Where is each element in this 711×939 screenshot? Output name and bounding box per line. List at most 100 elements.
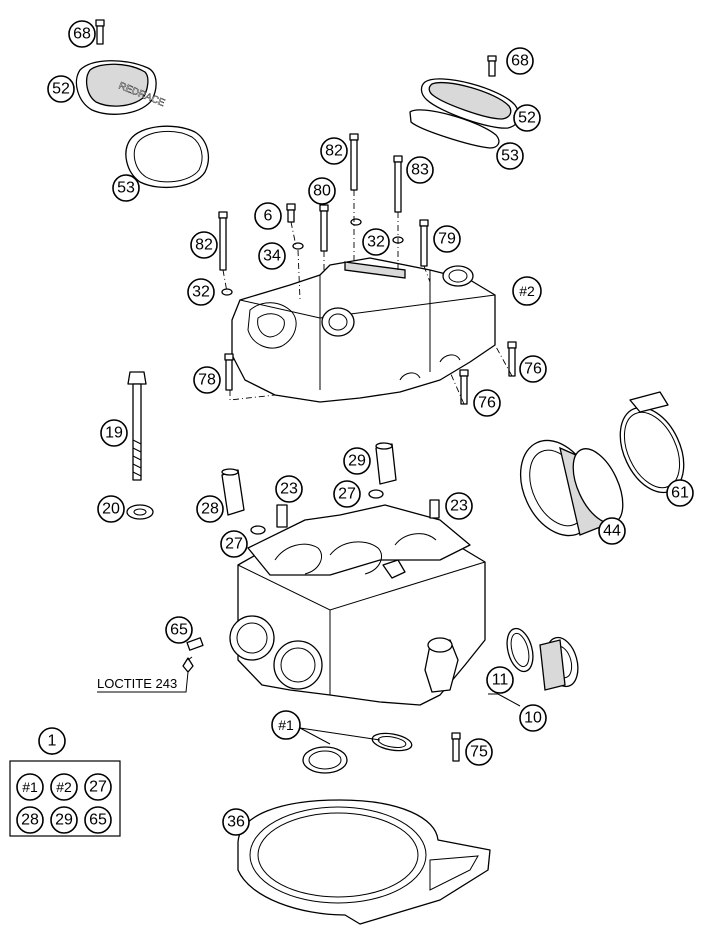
- callout-79: 79: [433, 225, 461, 253]
- svg-text:79: 79: [438, 231, 456, 248]
- seals-27: [250, 489, 384, 535]
- washers-32-34: [221, 218, 404, 296]
- bolt-78: [224, 353, 234, 391]
- valve-cover-gasket-left: [125, 125, 209, 189]
- kit-item-29: 29: [50, 806, 78, 834]
- svg-text:76: 76: [524, 361, 542, 378]
- svg-text:52: 52: [518, 110, 536, 127]
- callout-83: 83: [406, 156, 434, 184]
- callout-44: 44: [598, 517, 626, 545]
- intake-flange-44: [519, 439, 624, 537]
- exhaust-gaskets: [302, 732, 413, 774]
- callout-1-hash: #1: [271, 710, 301, 740]
- dowel-23-left: [276, 504, 288, 528]
- callout-65: 65: [165, 616, 193, 644]
- bolt-76-bottom: [459, 369, 469, 405]
- callout-82-upper: 82: [320, 137, 348, 165]
- callout-leaders: [51, 656, 521, 755]
- svg-text:28: 28: [201, 501, 219, 518]
- callout-32-upper: 32: [362, 228, 390, 256]
- svg-text:68: 68: [511, 53, 529, 70]
- callout-78: 78: [193, 366, 221, 394]
- svg-text:19: 19: [105, 425, 123, 442]
- kit-item-27: 27: [84, 773, 112, 801]
- svg-text:65: 65: [170, 622, 188, 639]
- callout-28: 28: [196, 495, 224, 523]
- svg-text:44: 44: [603, 523, 621, 540]
- svg-text:#2: #2: [56, 779, 72, 795]
- svg-text:82: 82: [325, 143, 343, 160]
- intake-spigot-10: [539, 636, 579, 691]
- svg-text:23: 23: [450, 498, 468, 515]
- kit-item-28: 28: [16, 806, 44, 834]
- valve-cover-screw-right: [487, 55, 497, 77]
- dowel-23-right: [429, 499, 440, 519]
- svg-text:6: 6: [264, 208, 273, 225]
- svg-text:10: 10: [524, 710, 542, 727]
- callout-23-right: 23: [445, 492, 473, 520]
- callout-27-lower: 27: [220, 530, 248, 558]
- svg-text:27: 27: [225, 536, 243, 553]
- svg-text:#1: #1: [278, 717, 294, 733]
- clamp-61: [619, 391, 685, 494]
- callout-23-left: 23: [275, 475, 303, 503]
- svg-text:65: 65: [89, 812, 107, 829]
- svg-text:78: 78: [198, 372, 216, 389]
- callout-53-right: 53: [496, 142, 524, 170]
- svg-text:LOCTITE 243: LOCTITE 243: [97, 676, 177, 691]
- ring-11: [506, 627, 534, 673]
- svg-text:83: 83: [411, 162, 429, 179]
- loctite-note: LOCTITE 243: [97, 671, 189, 693]
- bolt-19: [127, 371, 147, 481]
- callout-52-left: 52: [47, 75, 75, 103]
- svg-text:29: 29: [348, 453, 366, 470]
- svg-text:1: 1: [48, 733, 57, 750]
- svg-text:34: 34: [263, 248, 281, 265]
- callout-29: 29: [343, 447, 371, 475]
- svg-text:29: 29: [55, 812, 73, 829]
- screw-65: [182, 637, 204, 673]
- callout-75: 75: [465, 738, 493, 766]
- callout-32-lower: 32: [187, 278, 215, 306]
- bolt-79: [419, 219, 429, 267]
- callout-10: 10: [519, 704, 547, 732]
- valve-cover-right: [420, 78, 520, 129]
- svg-text:28: 28: [21, 812, 39, 829]
- svg-text:82: 82: [195, 237, 213, 254]
- callout-19: 19: [100, 419, 128, 447]
- valve-cover-gasket-right: [409, 109, 500, 149]
- valve-guide-29: [375, 442, 397, 485]
- callout-53-left: 53: [112, 174, 140, 202]
- alignment-lines: [222, 190, 513, 405]
- valve-cover-left: REDRACE: [75, 60, 167, 115]
- callout-11: 11: [486, 666, 514, 694]
- svg-text:32: 32: [367, 234, 385, 251]
- svg-text:53: 53: [501, 148, 519, 165]
- camshaft-carrier: [231, 257, 496, 403]
- svg-text:32: 32: [192, 284, 210, 301]
- callout-1: 1: [38, 727, 66, 755]
- callout-76-right: 76: [519, 355, 547, 383]
- head-gasket-36: [237, 799, 491, 925]
- bolt-82-lower: [218, 211, 228, 271]
- bolt-80: [319, 204, 329, 252]
- callout-27-upper: 27: [333, 480, 361, 508]
- bolt-75: [451, 732, 461, 762]
- cylinder-head: [229, 504, 486, 706]
- kit-item-2: #2: [50, 773, 78, 801]
- svg-text:20: 20: [102, 501, 120, 518]
- svg-text:#1: #1: [22, 779, 38, 795]
- callout-6: 6: [254, 202, 282, 230]
- callout-20: 20: [97, 495, 125, 523]
- svg-text:75: 75: [470, 744, 488, 761]
- svg-text:52: 52: [52, 81, 70, 98]
- bolt-82-upper: [349, 133, 359, 191]
- washer-20: [126, 504, 154, 520]
- svg-text:27: 27: [338, 486, 356, 503]
- screw-6: [286, 203, 296, 223]
- callout-82-lower: 82: [190, 231, 218, 259]
- valve-cover-screw-left: [95, 19, 105, 45]
- callout-76-bottom: 76: [473, 389, 501, 417]
- svg-text:53: 53: [117, 180, 135, 197]
